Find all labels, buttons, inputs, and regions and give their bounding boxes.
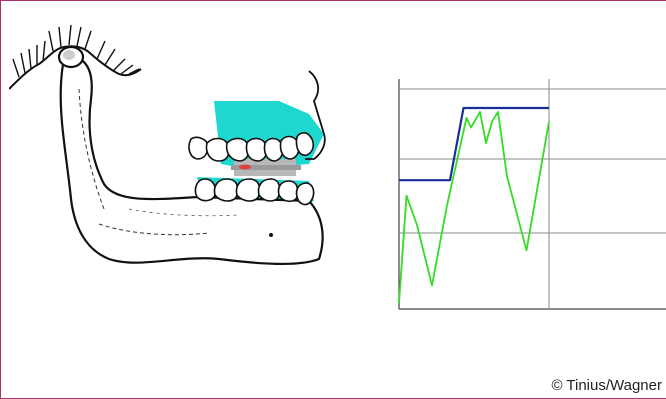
sensor-plate-bottom: [234, 170, 296, 176]
image-credit: © Tinius/Wagner: [551, 377, 662, 394]
bite-force-chart: [391, 71, 666, 316]
sensor-point: [239, 165, 251, 170]
step-series-line: [399, 108, 549, 180]
mandible-illustration: [9, 19, 339, 279]
signal-series-line: [399, 112, 549, 303]
